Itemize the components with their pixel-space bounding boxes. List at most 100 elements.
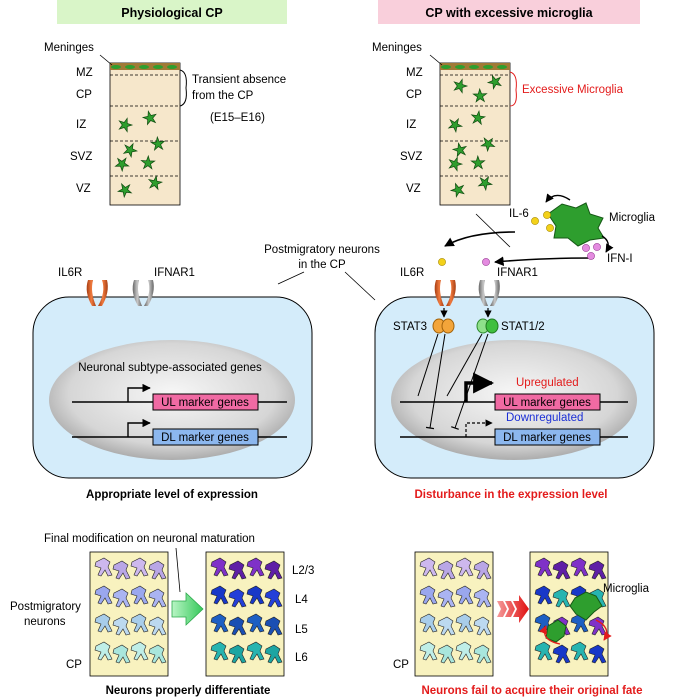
left-note-line2: from the CP bbox=[192, 90, 254, 102]
right-meninges-microglia bbox=[469, 65, 479, 69]
postmig-label-line1: Postmigratory neurons bbox=[264, 244, 380, 256]
right-label-mz: MZ bbox=[406, 67, 423, 79]
immature-neuron bbox=[419, 557, 438, 577]
right-label-vz: VZ bbox=[406, 183, 421, 195]
right-ul-gene-box bbox=[494, 393, 601, 411]
immature-neuron bbox=[419, 613, 438, 633]
mature-neuron bbox=[264, 588, 283, 608]
layer-l23-label: L2/3 bbox=[292, 565, 314, 577]
left-cortex-microglia-cell bbox=[141, 110, 157, 126]
right-ifnar1-receptor bbox=[478, 280, 500, 306]
immature-neuron bbox=[148, 616, 167, 636]
left-cortex-microglia-cell bbox=[116, 182, 133, 199]
stat12-label: STAT1/2 bbox=[501, 321, 545, 333]
left-dl-gene-label: DL marker genes bbox=[161, 432, 249, 444]
immature-neuron bbox=[94, 641, 113, 661]
left-cortex-microglia-cell bbox=[147, 174, 164, 191]
right-cortex-microglia-cell bbox=[470, 109, 487, 126]
immature-neuron bbox=[112, 644, 131, 664]
left-ifnar1-receptor bbox=[132, 280, 154, 306]
right-il6r-receptor bbox=[434, 280, 456, 306]
right-meninges-microglia bbox=[441, 65, 451, 69]
left-meninges-microglia bbox=[167, 65, 177, 69]
microglia-in-cortex-2 bbox=[545, 619, 567, 643]
mature-neuron bbox=[246, 557, 265, 577]
postmig-bottom-line2: neurons bbox=[24, 616, 66, 628]
left-nucleus-title: Neuronal subtype-associated genes bbox=[78, 362, 262, 374]
misfated-neuron bbox=[552, 560, 571, 580]
immature-neuron bbox=[455, 641, 474, 661]
bottom-right-microglia-label: Microglia bbox=[603, 583, 650, 595]
final-mod-label: Final modification on neuronal maturatio… bbox=[44, 533, 255, 545]
left-il6r-receptor bbox=[86, 280, 108, 306]
ifn-molecule bbox=[587, 252, 595, 260]
left-cortex-microglia bbox=[111, 65, 177, 199]
ifn-molecule bbox=[593, 243, 601, 251]
mature-neuron bbox=[228, 644, 247, 664]
left-meninges-microglia bbox=[111, 65, 121, 69]
left-cortex bbox=[109, 62, 181, 206]
layer-l4-label: L4 bbox=[295, 594, 308, 606]
immature-neuron bbox=[148, 560, 167, 580]
right-meninges-microglia bbox=[497, 65, 507, 69]
mature-neuron bbox=[246, 613, 265, 633]
right-cortex-microglia-cell bbox=[470, 154, 486, 170]
immature-neuron bbox=[148, 644, 167, 664]
mature-neuron bbox=[228, 588, 247, 608]
left-cortex-microglia-cell bbox=[122, 142, 139, 159]
right-cortex-microglia bbox=[441, 65, 507, 198]
left-dl-gene-box bbox=[152, 428, 259, 446]
left-cortex-slab bbox=[109, 62, 181, 206]
right-ifnar1-label: IFNAR1 bbox=[497, 267, 538, 279]
immature-neuron bbox=[419, 585, 438, 605]
immature-neuron bbox=[473, 644, 492, 664]
header-right-title: CP with excessive microglia bbox=[425, 6, 593, 20]
misfated-neuron bbox=[570, 557, 589, 577]
right-meninges-microglia bbox=[455, 65, 465, 69]
right-cp-bracket bbox=[509, 71, 517, 107]
left-label-meninges: Meninges bbox=[44, 42, 94, 54]
immature-neuron bbox=[130, 613, 149, 633]
left-cortex-microglia-cell bbox=[150, 135, 166, 151]
left-label-iz: IZ bbox=[76, 119, 86, 131]
misfated-neuron bbox=[588, 644, 607, 664]
left-cp-bracket bbox=[179, 69, 187, 107]
right-dl-gene-box bbox=[494, 428, 601, 446]
panel-after-neurons bbox=[210, 557, 283, 664]
immature-neuron bbox=[94, 613, 113, 633]
misfated-neuron bbox=[534, 585, 553, 605]
misfated-neuron bbox=[552, 644, 571, 664]
disruption-arrow bbox=[497, 595, 529, 623]
mature-neuron bbox=[264, 644, 283, 664]
immature-neuron bbox=[437, 644, 456, 664]
left-ifnar1-label: IFNAR1 bbox=[154, 267, 195, 279]
right-cortex-microglia-cell bbox=[448, 156, 464, 172]
left-label-vz: VZ bbox=[76, 183, 91, 195]
mature-neuron bbox=[210, 585, 229, 605]
maturation-arrow bbox=[171, 592, 204, 626]
stat3-label: STAT3 bbox=[393, 321, 427, 333]
left-meninges-microglia bbox=[139, 65, 149, 69]
left-il6r-label: IL6R bbox=[58, 267, 82, 279]
misfated-neuron bbox=[534, 557, 553, 577]
misfated-neuron bbox=[588, 616, 607, 636]
bottom-right-caption: Neurons fail to acquire their original f… bbox=[421, 685, 642, 697]
left-cell-caption: Appropriate level of expression bbox=[86, 489, 258, 501]
left-note-line3: (E15–E16) bbox=[210, 112, 265, 124]
bottom-left-cp-label: CP bbox=[66, 659, 82, 671]
right-label-meninges: Meninges bbox=[372, 42, 422, 54]
immature-neuron bbox=[130, 557, 149, 577]
misfated-neuron bbox=[552, 588, 571, 608]
immature-neuron bbox=[473, 588, 492, 608]
left-ul-gene-box bbox=[152, 393, 259, 411]
left-label-svz: SVZ bbox=[70, 151, 92, 163]
microglia-cell-large bbox=[547, 202, 605, 247]
mature-neuron bbox=[246, 585, 265, 605]
right-label-svz: SVZ bbox=[400, 151, 422, 163]
mature-neuron bbox=[210, 641, 229, 661]
mature-neuron bbox=[264, 560, 283, 580]
right-dl-gene-label: DL marker genes bbox=[503, 432, 591, 444]
immature-neuron bbox=[437, 560, 456, 580]
immature-neuron bbox=[130, 585, 149, 605]
